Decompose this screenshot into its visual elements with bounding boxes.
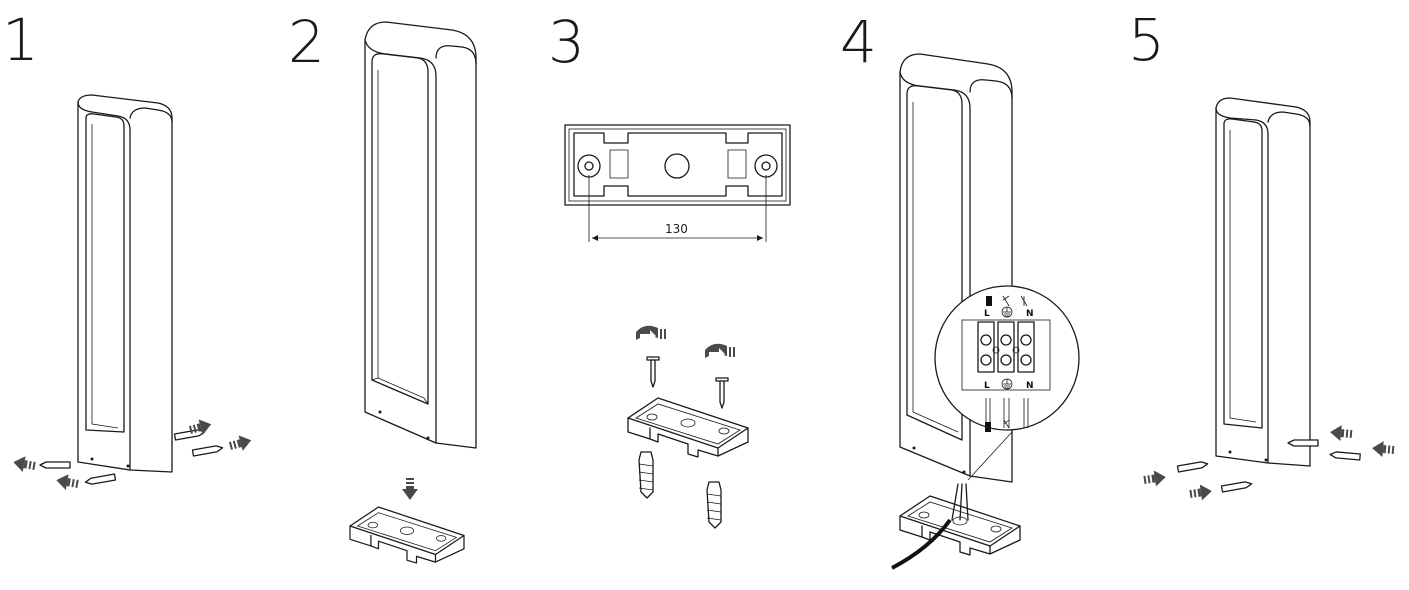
arrow-icon — [402, 478, 418, 500]
lamp-post-5 — [1215, 97, 1311, 467]
supply-cable — [891, 518, 952, 570]
terminal-label-bottom-N: N — [1026, 381, 1034, 391]
lamp-post-1 — [77, 94, 173, 473]
step-number-4: 4 — [840, 8, 877, 76]
step-number-1: 1 — [2, 6, 39, 74]
terminal-label-bottom-L: L — [984, 381, 990, 391]
arrow-icon — [227, 432, 254, 454]
set-screw-right-2 — [1329, 450, 1361, 461]
dimension-label: 130 — [665, 222, 688, 236]
step-5: 5 — [1128, 6, 1395, 502]
terminal-label-top-N: N — [1026, 309, 1034, 319]
step-number-5: 5 — [1128, 6, 1165, 74]
set-screw-right-1 — [1287, 439, 1319, 447]
set-screw-left-2 — [84, 473, 117, 486]
earth-symbol-icon — [1001, 378, 1013, 390]
arrow-icon — [1188, 483, 1213, 502]
set-screw-left-1 — [1176, 460, 1209, 473]
terminal-block-detail: L N L N — [934, 285, 1080, 432]
set-screw-left-1 — [39, 461, 71, 469]
lamp-post-2 — [364, 21, 477, 449]
step-1: 1 — [2, 6, 254, 492]
terminal-label-top-L: L — [984, 309, 990, 319]
arrow-icon — [1142, 469, 1167, 488]
screwdriver-rotate-icon — [705, 343, 735, 360]
base-plate-3 — [627, 397, 749, 458]
step-3: 3 130 — [548, 8, 791, 529]
set-screw-left-2 — [1220, 480, 1253, 493]
arrow-icon — [1371, 440, 1395, 458]
screwdriver-rotate-icon — [636, 325, 666, 342]
arrow-icon — [11, 454, 37, 474]
step-number-3: 3 — [548, 8, 585, 76]
earth-symbol-icon — [1001, 306, 1013, 318]
step-4: 4 L N — [840, 8, 1080, 570]
screw-icon — [646, 356, 660, 388]
base-plate-2 — [349, 506, 465, 564]
arrow-icon — [54, 472, 80, 492]
wall-plug-icon — [638, 451, 654, 499]
arrow-icon — [1329, 424, 1353, 442]
wall-plug-icon — [706, 481, 722, 529]
base-plate-top-view: 130 — [564, 124, 791, 242]
screw-icon — [715, 377, 729, 409]
base-plate-4 — [899, 495, 1021, 556]
step-number-2: 2 — [288, 8, 325, 76]
wires — [951, 483, 969, 521]
step-2: 2 — [288, 8, 477, 564]
set-screw-right-2 — [191, 444, 224, 457]
